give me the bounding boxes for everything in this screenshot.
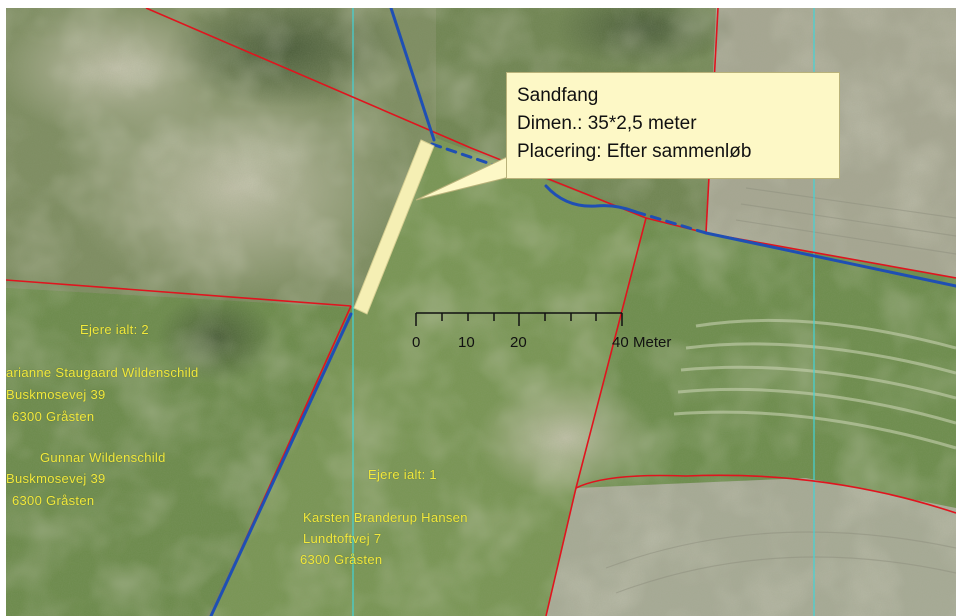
scale-unit: Meter — [633, 334, 672, 351]
watercourse — [209, 8, 956, 616]
owner-name: arianne Staugaard Wildenschild — [6, 365, 199, 380]
scale-label-10: 10 — [458, 334, 475, 351]
owner-city: 6300 Gråsten — [300, 552, 383, 567]
scale-bar: 0 10 20 40 Meter — [406, 308, 706, 358]
callout-title: Sandfang — [517, 85, 599, 106]
map-view[interactable]: Sandfang Dimen.: 35*2,5 meter Placering:… — [6, 8, 956, 616]
sandtrap-marker[interactable] — [353, 139, 435, 315]
harvest-rows — [605, 187, 956, 594]
parcel-owner-count: Ejere ialt: 1 — [368, 467, 437, 482]
owner-address: Lundtoftvej 7 — [303, 531, 382, 546]
owner-name: Gunnar Wildenschild — [40, 450, 166, 465]
owner-address: Buskmosevej 39 — [6, 471, 106, 486]
sandtrap-callout: Sandfang Dimen.: 35*2,5 meter Placering:… — [506, 72, 840, 179]
field-rows — [673, 318, 956, 450]
scale-bar-ticks — [415, 312, 623, 326]
scale-label-40: 40 — [612, 334, 629, 351]
scale-label-20: 20 — [510, 334, 527, 351]
parcel-boundaries — [6, 8, 956, 616]
callout-placement: Placering: Efter sammenløb — [517, 141, 752, 162]
scale-label-0: 0 — [412, 334, 421, 351]
owner-city: 6300 Gråsten — [12, 409, 95, 424]
parcel-owner-count: Ejere ialt: 2 — [80, 322, 149, 337]
owner-name: Karsten Branderup Hansen — [303, 510, 468, 525]
owner-city: 6300 Gråsten — [12, 493, 95, 508]
owner-address: Buskmosevej 39 — [6, 387, 106, 402]
callout-dimensions: Dimen.: 35*2,5 meter — [517, 113, 697, 134]
